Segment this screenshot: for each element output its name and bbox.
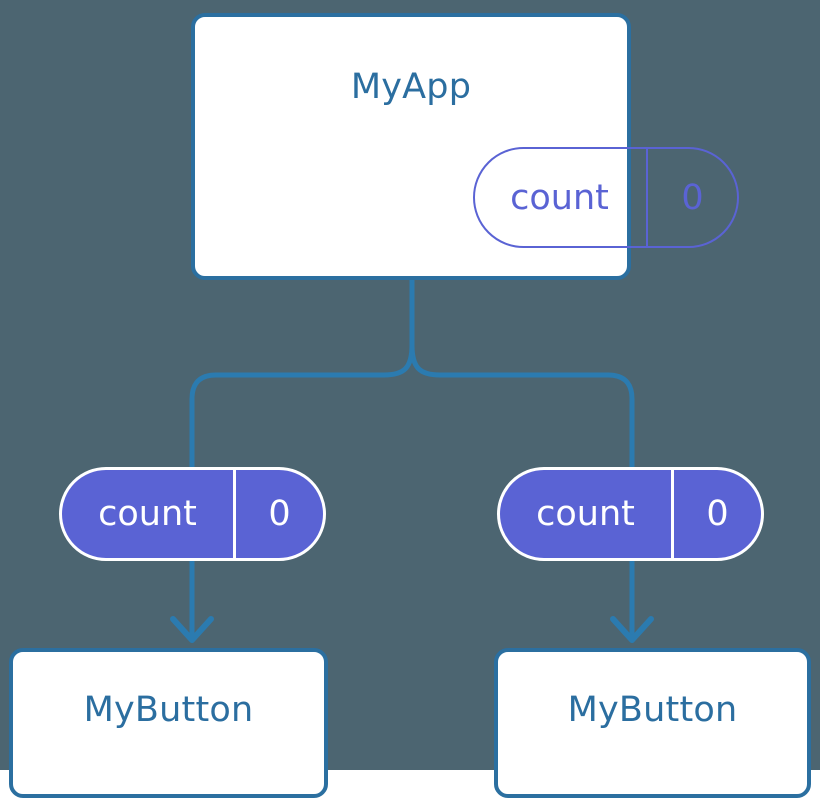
- leaf-component-left-title: MyButton: [83, 690, 254, 730]
- root-state-key: count: [475, 149, 648, 246]
- right-state-key: count: [500, 470, 674, 558]
- left-state-value: 0: [268, 494, 291, 534]
- leaf-component-right-title: MyButton: [567, 690, 738, 730]
- split-to-left-pill-edge: [189, 344, 415, 467]
- left-state-key: count: [62, 470, 236, 558]
- connector-layer: [170, 279, 654, 643]
- root-component-box[interactable]: MyApp count 0: [191, 13, 739, 280]
- root-state-pill[interactable]: count 0: [473, 147, 739, 248]
- left-arrowhead-icon: [170, 616, 214, 643]
- root-component-title: MyApp: [350, 67, 472, 107]
- leaf-component-right-box[interactable]: MyButton: [494, 648, 811, 798]
- root-state-value: 0: [681, 177, 704, 218]
- leaf-component-left-box[interactable]: MyButton: [9, 648, 328, 798]
- split-to-right-pill-edge: [409, 344, 635, 467]
- right-state-pill[interactable]: count 0: [497, 467, 764, 561]
- left-state-pill[interactable]: count 0: [59, 467, 326, 561]
- right-state-value: 0: [706, 494, 729, 534]
- right-arrowhead-icon: [610, 616, 654, 643]
